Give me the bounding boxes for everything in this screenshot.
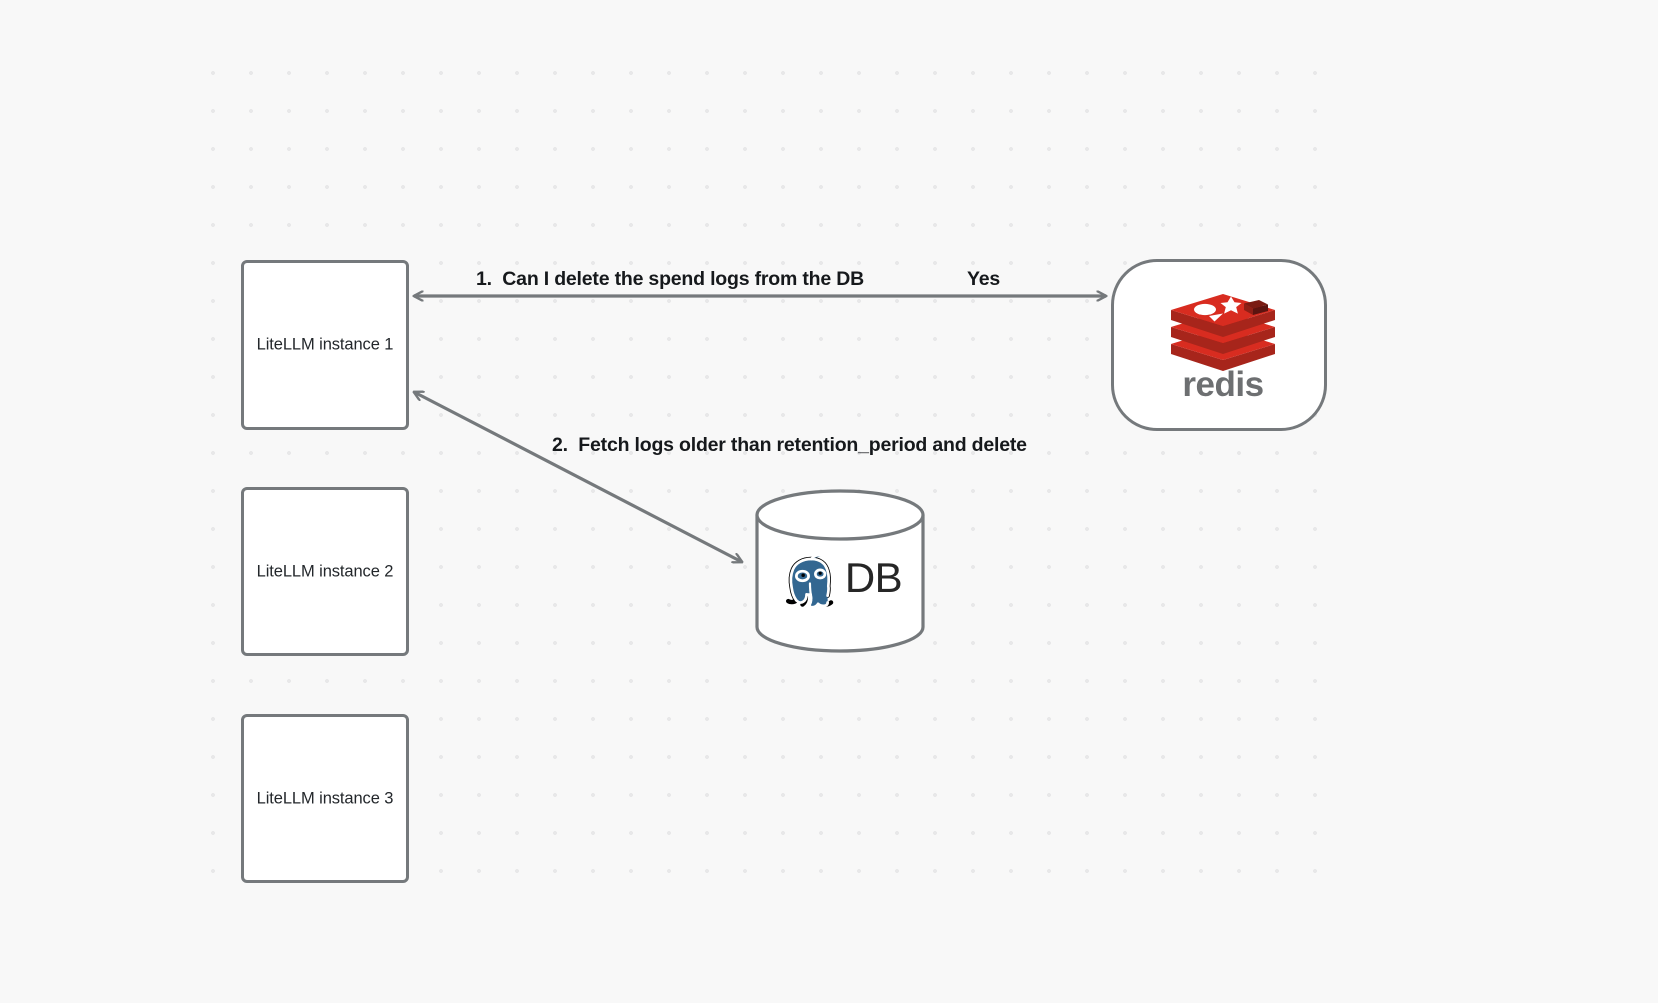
edge-litellm1-db xyxy=(414,392,742,562)
edge-label-step-1-response: Yes xyxy=(967,268,1001,290)
edge-label-step-2: 2. Fetch logs older than retention_perio… xyxy=(552,434,1027,456)
svg-text:redis: redis xyxy=(1182,365,1263,404)
node-litellm-instance-3[interactable]: LiteLLM instance 3 xyxy=(241,714,409,883)
cylinder-shape-icon xyxy=(755,489,925,653)
node-litellm-instance-1-label: LiteLLM instance 1 xyxy=(256,335,394,354)
edge-label-step-1: 1. Can I delete the spend logs from the … xyxy=(476,268,864,290)
db-label: DB xyxy=(844,553,903,601)
node-litellm-instance-2-label: LiteLLM instance 2 xyxy=(256,562,394,580)
node-db[interactable]: DB xyxy=(753,489,927,653)
node-redis[interactable]: redis xyxy=(1111,259,1327,431)
node-litellm-instance-3-label: LiteLLM instance 3 xyxy=(256,789,394,807)
db-content: DB xyxy=(753,544,927,612)
node-litellm-instance-1[interactable]: LiteLLM instance 1 xyxy=(241,260,409,430)
postgresql-elephant-icon xyxy=(785,553,834,609)
node-litellm-instance-2[interactable]: LiteLLM instance 2 xyxy=(241,487,409,656)
redis-logo-icon: redis xyxy=(1171,294,1275,404)
